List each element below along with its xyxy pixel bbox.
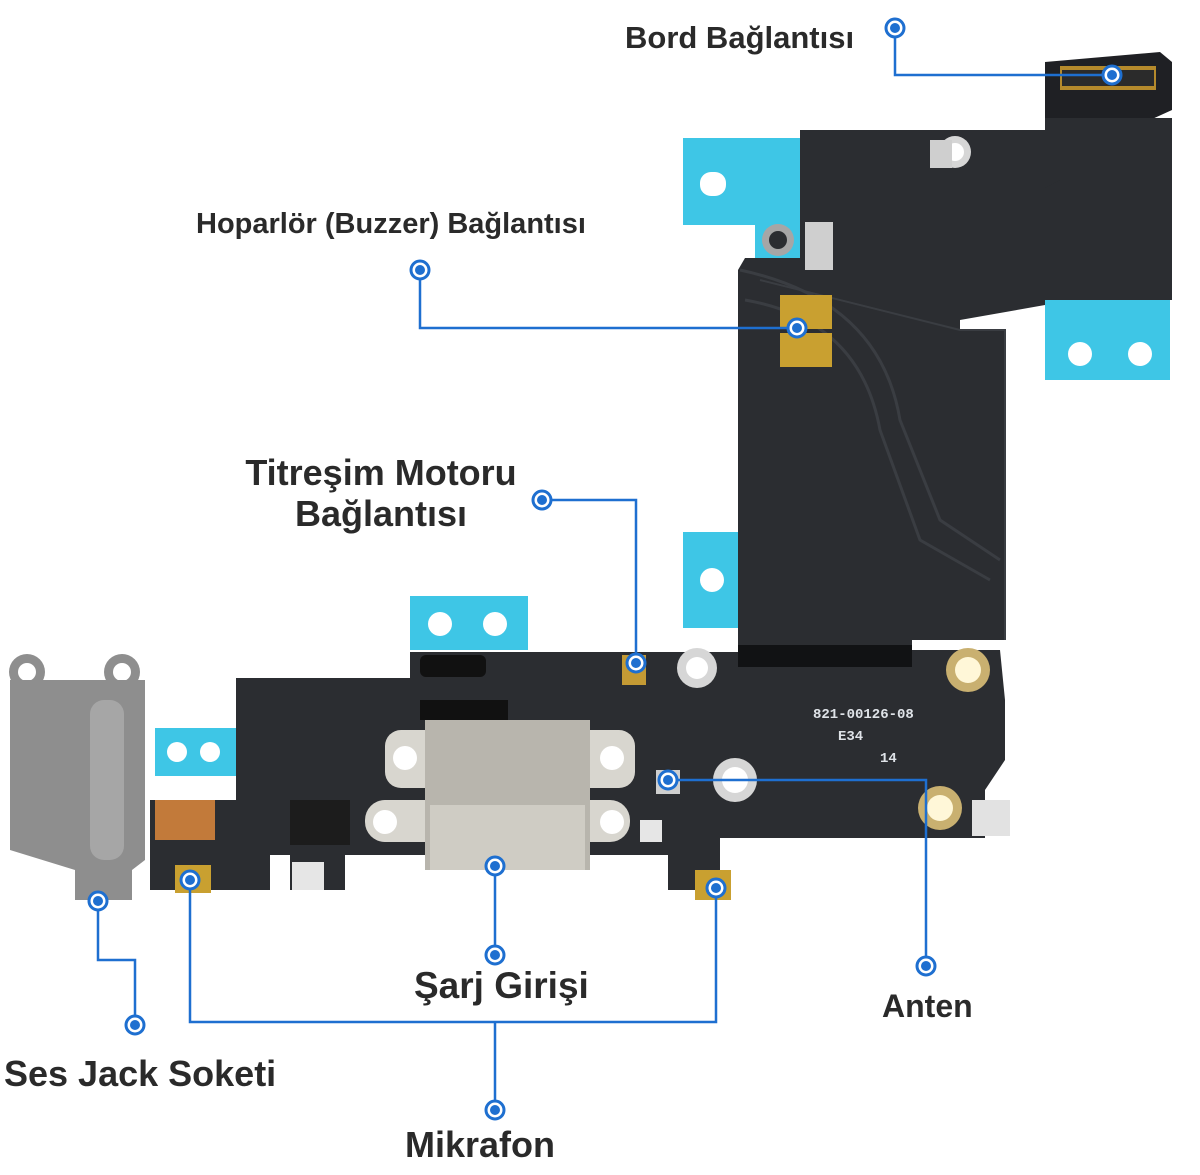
callout-lines — [96, 28, 1112, 1110]
code-marking-1: E34 — [838, 729, 863, 745]
callout-line-board — [893, 28, 1112, 77]
label-speaker-connector: Hoparlör (Buzzer) Bağlantısı — [196, 208, 586, 240]
callout-line-jack — [96, 901, 137, 1025]
label-microphone: Mikrafon — [405, 1124, 556, 1165]
callout-line-antenna — [668, 778, 928, 966]
part-number-marking: 821-00126-08 — [813, 707, 914, 723]
label-antenna: Anten — [882, 988, 973, 1024]
callout-line-speaker — [418, 270, 797, 330]
label-vibration-line2: Bağlantısı — [294, 493, 468, 535]
label-vibration-motor: Titreşim Motoru Bağlantısı — [226, 452, 536, 535]
callout-dots — [87, 17, 1123, 1121]
label-board-connector: Bord Bağlantısı — [625, 20, 855, 55]
headphone-jack — [9, 654, 145, 900]
board-connector — [1045, 52, 1172, 300]
callout-line-mic — [188, 880, 718, 1024]
charging-port — [365, 720, 635, 870]
label-charging-port: Şarj Girişi — [414, 965, 589, 1006]
adhesive-tab-bottom-center — [410, 596, 528, 650]
code-marking-2: 14 — [880, 751, 897, 767]
adhesive-tab-upper-right — [1045, 300, 1170, 380]
adhesive-tab-bottom-left — [155, 728, 238, 776]
label-vibration-line1: Titreşim Motoru — [245, 452, 517, 493]
callout-line-vibration — [542, 498, 638, 663]
label-headphone-jack: Ses Jack Soketi — [4, 1053, 277, 1094]
